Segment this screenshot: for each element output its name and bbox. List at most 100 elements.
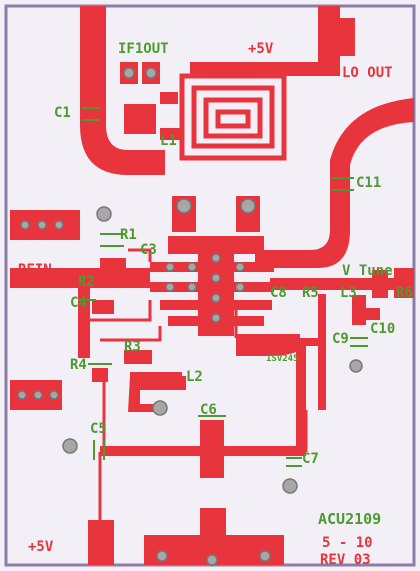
c7-trace [296, 340, 306, 456]
ic-via-9 [235, 282, 245, 292]
c8-r5-trace [300, 338, 324, 346]
c7-silk [286, 457, 302, 467]
r4-label: R4 [70, 357, 87, 373]
c6-label: C6 [200, 402, 217, 418]
c1-label: C1 [54, 105, 71, 121]
ic-via-5 [187, 262, 197, 272]
spiral-turn-2 [191, 85, 275, 149]
part-number-label: ACU2109 [318, 510, 382, 528]
c8-label: C8 [270, 285, 287, 301]
ic-top-bar [168, 236, 264, 254]
l2-via [152, 400, 168, 416]
c5-silk [93, 440, 105, 460]
ic-via-10 [211, 313, 221, 323]
r3-pad [124, 350, 152, 364]
rfin-via-b [37, 220, 47, 230]
r4-pad [92, 368, 108, 382]
left-vertical-trace [78, 268, 90, 358]
diode-label: 1SV245 [266, 354, 299, 364]
bottom-via-c [259, 550, 271, 562]
plus5v-top-label: +5V [248, 41, 274, 57]
lo-out-trace-b [190, 62, 340, 76]
l1-stub [160, 92, 178, 104]
c9-via [349, 359, 363, 373]
c4-outline-trace [78, 300, 152, 331]
bottom-pad-stub [200, 508, 226, 538]
ic-via-6 [235, 262, 245, 272]
diode-pad [236, 334, 300, 356]
c10-trace [366, 308, 380, 320]
spiral-inductor [179, 73, 287, 161]
c10-label: C10 [370, 321, 396, 337]
l1-label: L1 [160, 133, 177, 149]
if-out-via-a [123, 67, 135, 79]
rfin-via-a [20, 220, 30, 230]
c3-label: C3 [140, 242, 157, 258]
ic-via-2 [211, 273, 221, 283]
spiral-turn-1 [179, 73, 287, 161]
ic-via-7 [165, 282, 175, 292]
rfin-bottom-via-b [33, 390, 43, 400]
c4-pad [92, 300, 114, 314]
plus5v-bottom-label: +5V [28, 539, 54, 555]
l2-label: L2 [186, 369, 203, 385]
c5-label: C5 [90, 421, 107, 437]
r2-label: R2 [78, 274, 95, 290]
r5-label: R5 [302, 285, 319, 301]
c11-label: C11 [356, 175, 382, 191]
if-out-label: IF1OUT [118, 41, 169, 57]
r1-silk [100, 233, 124, 247]
c9-pad [352, 295, 366, 325]
ic-via-8 [187, 282, 197, 292]
ic-lead-5 [160, 300, 198, 310]
c4-label: C4 [70, 295, 87, 311]
c6-pad [200, 420, 224, 478]
q-via-left [176, 198, 192, 214]
spiral-turn-3 [203, 97, 263, 139]
c7-via [282, 478, 298, 494]
ic-lead-4 [234, 282, 274, 292]
if-out-via-b [145, 67, 157, 79]
rfin-bottom-via-a [17, 390, 27, 400]
lo-out-label: LO OUT [342, 65, 393, 81]
rfin-via-c [54, 220, 64, 230]
ic-lead-3 [234, 262, 274, 272]
if-out-curve [80, 100, 165, 175]
right-trace [318, 294, 326, 410]
vtune-pad-b [394, 268, 414, 298]
spiral-turn-4 [215, 109, 251, 129]
l3-label: L3 [340, 285, 357, 301]
revision-label: REV 03 [320, 552, 371, 568]
c7-label: C7 [302, 451, 319, 467]
lo-out-pad [325, 18, 355, 56]
r1-via [96, 206, 112, 222]
rfin-label: RFIN [18, 262, 52, 278]
ic-via-3 [211, 293, 221, 303]
c5-via [62, 438, 78, 454]
c9-label: C9 [332, 331, 349, 347]
ic-via-1 [211, 253, 221, 263]
r6-label: R6 [396, 285, 413, 301]
l1-pad [160, 128, 180, 140]
c3-trace [128, 248, 152, 262]
v-tune-label: V Tune [342, 263, 393, 279]
c1-pad [124, 104, 156, 134]
l2-pad [130, 372, 182, 390]
c9-silk [350, 337, 368, 347]
r3-outline-trace [100, 326, 162, 342]
r1-label: R1 [120, 227, 137, 243]
c1-silk [82, 107, 100, 121]
lo-out-arc [255, 98, 414, 268]
r3-label: R3 [124, 339, 141, 355]
q-via-right [240, 198, 256, 214]
ic-via-4 [165, 262, 175, 272]
date-code-label: 5 - 10 [322, 535, 373, 551]
vtune-pad [372, 270, 388, 298]
bottom-via-a [156, 550, 168, 562]
ic-lead-6 [234, 300, 272, 310]
bottom-via-b [206, 554, 218, 566]
rfin-bottom-via-c [49, 390, 59, 400]
r2-pad [100, 258, 126, 272]
